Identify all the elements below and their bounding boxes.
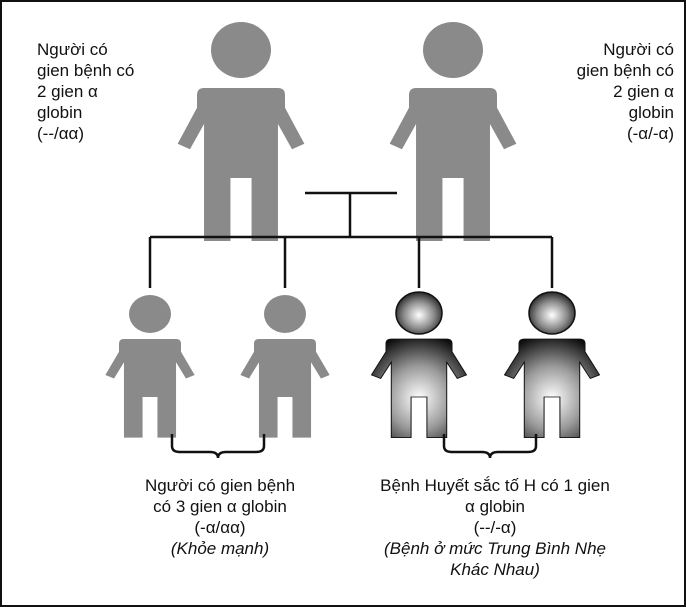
parent-right-figure [389,22,517,241]
child-3-figure [370,291,468,439]
parent-right-label-line: gien bệnh có [576,61,674,80]
parent-right-label-line: 2 gien α [613,82,674,101]
braces [170,434,538,459]
parent-left-figure [177,22,305,241]
affected-children-label: Bệnh Huyết sắc tố H có 1 gien α globin (… [330,475,660,580]
affected-note-line1: (Bệnh ở mức Trung Bình Nhẹ [384,539,606,558]
healthy-label-line1: Người có gien bệnh [144,476,296,495]
parent-right-label-line: Người có [603,40,674,59]
affected-label-line2: α globin [465,497,525,516]
parent-left-label-line: globin [37,103,83,122]
affected-genotype: (--/-α) [473,518,517,537]
parent-right-label-line: (-α/-α) [626,124,674,143]
affected-note-line2: Khác Nhau) [450,560,540,579]
parent-right-head [423,22,483,78]
healthy-note: (Khỏe mạnh) [170,539,270,558]
child-1-figure [105,295,195,438]
parent-right-label: Người có gien bệnh có 2 gien α globin (-… [524,39,674,144]
parent-right-label-line: globin [628,103,674,122]
parent-left-label-line: gien bệnh có [37,61,135,80]
parent-left-label-line: 2 gien α [37,82,98,101]
child-4-figure [503,291,601,439]
parent-left-label-line: Người có [37,40,108,59]
healthy-children-label: Người có gien bệnh có 3 gien α globin (-… [20,475,420,559]
parent-left-head [211,22,271,78]
parent-left-label-line: (--/αα) [37,124,85,143]
child-2-figure [240,295,330,438]
parent-right-body [389,88,517,241]
parent-left-label: Người có gien bệnh có 2 gien α globin (-… [37,39,187,144]
healthy-brace [170,434,266,459]
pedigree-lines [148,191,554,288]
healthy-label-line2: có 3 gien α globin [153,497,287,516]
healthy-genotype: (-α/αα) [194,518,246,537]
affected-label-line1: Bệnh Huyết sắc tố H có 1 gien [380,476,610,495]
affected-brace [442,434,538,459]
parent-left-body [177,88,305,241]
